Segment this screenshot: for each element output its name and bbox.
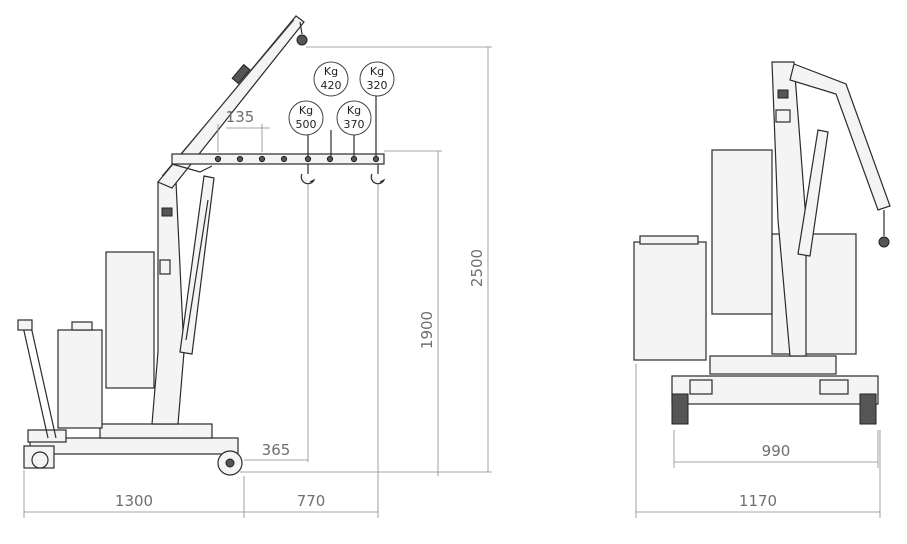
raised-hook-chain: [299, 21, 303, 35]
dimension-770: 770: [244, 184, 379, 518]
load-unit: Kg: [370, 65, 384, 78]
handle-bar: [21, 321, 57, 439]
boom-pin: [214, 155, 222, 163]
dimension-1900: 1900: [384, 150, 442, 476]
boom-pin: [236, 155, 244, 163]
front-base-plate: [709, 355, 837, 375]
front-caster: [31, 451, 49, 469]
load-badge-500: Kg 500: [288, 100, 324, 136]
load-badge-370: Kg 370: [336, 100, 372, 136]
dim-1300-label: 1300: [115, 492, 153, 510]
dim-365-label: 365: [262, 441, 291, 459]
boom-pin: [280, 155, 288, 163]
base-frame: [99, 423, 213, 439]
front-right-wheel: [859, 393, 877, 425]
hook-a: [300, 173, 316, 185]
boom-pin: [304, 155, 312, 163]
hydraulic-cylinder: [179, 175, 215, 355]
front-left-wheel: [671, 393, 689, 425]
side-view: [17, 15, 386, 476]
load-unit: Kg: [299, 104, 313, 117]
dim-2500-label: 2500: [468, 249, 486, 287]
front-hook: [878, 236, 890, 248]
front-chassis-pad: [689, 379, 713, 395]
battery-box: [57, 329, 103, 429]
boom-bracket: [171, 163, 213, 173]
front-cylinder: [797, 129, 829, 257]
handle-grip: [17, 319, 33, 331]
front-battery-cap: [639, 235, 699, 245]
load-unit: Kg: [324, 65, 338, 78]
mast-switch: [159, 259, 171, 275]
boom-label: [231, 63, 251, 85]
load-value: 500: [296, 118, 317, 131]
front-battery-box: [633, 241, 707, 361]
dimension-365: 365: [244, 184, 309, 462]
boom-pin: [372, 155, 380, 163]
load-unit: Kg: [347, 104, 361, 117]
dimension-135: 135: [217, 108, 270, 152]
dimension-1170: 1170: [635, 364, 881, 518]
raised-hook: [296, 34, 308, 46]
front-chassis-pad: [819, 379, 849, 395]
dim-770-label: 770: [297, 492, 326, 510]
boom-pin: [350, 155, 358, 163]
dimension-990: 990: [673, 430, 879, 468]
control-cabinet: [105, 251, 155, 389]
dimension-2500: 2500: [240, 46, 492, 473]
boom-pin: [326, 155, 334, 163]
mast-plate: [161, 207, 173, 217]
front-cabinet: [711, 149, 773, 315]
load-value: 320: [367, 79, 388, 92]
load-badge-420: Kg 420: [313, 61, 349, 97]
load-value: 420: [321, 79, 342, 92]
load-badge-320: Kg 320: [359, 61, 395, 97]
dim-135-label: 135: [226, 108, 255, 126]
boom-pin: [258, 155, 266, 163]
rear-wheel-hub: [225, 458, 235, 468]
horizontal-boom: [171, 153, 385, 165]
dim-1170-label: 1170: [739, 492, 777, 510]
dim-1900-label: 1900: [418, 311, 436, 349]
front-mast-switch: [775, 109, 791, 123]
load-value: 370: [344, 118, 365, 131]
dim-990-label: 990: [762, 442, 791, 460]
front-mast-plate: [777, 89, 789, 99]
battery-cap: [71, 321, 93, 331]
cylinder-rod: [185, 199, 209, 341]
front-view: [633, 61, 891, 425]
front-boom: [789, 63, 891, 211]
hook-b: [370, 173, 386, 185]
dimension-1300: 1300: [23, 470, 245, 518]
raised-boom-edge: [161, 19, 295, 177]
front-mast: [771, 61, 807, 357]
raised-boom: [157, 15, 305, 189]
mast: [151, 181, 185, 425]
load-leaders: [307, 96, 377, 156]
